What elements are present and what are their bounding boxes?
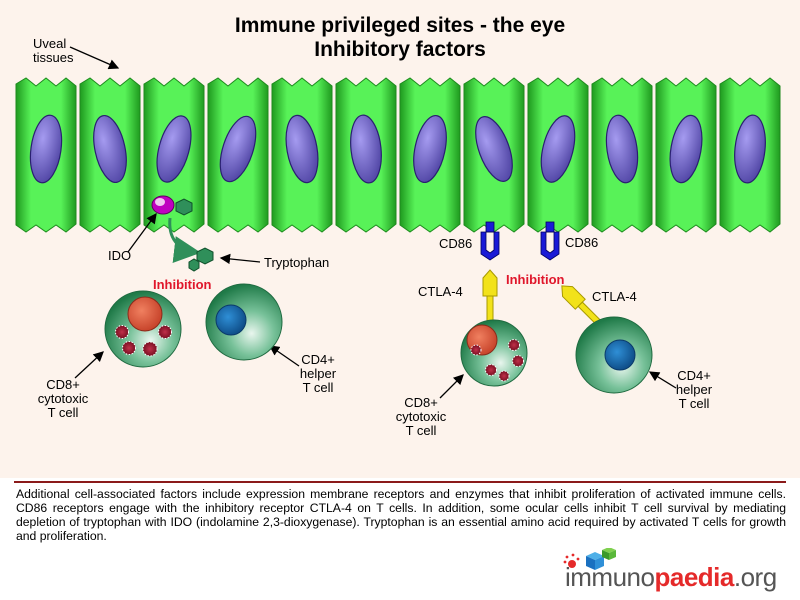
ctla4-label-right: CTLA-4	[592, 289, 637, 304]
uveal-cell	[399, 77, 461, 233]
cytotoxic-granule	[158, 325, 172, 339]
cell-nucleus	[475, 116, 513, 182]
uveal-cell	[719, 77, 781, 233]
uveal-label-line2: tissues	[33, 50, 74, 65]
cd8-right-pointer-arrow	[439, 374, 464, 399]
cell-nucleus	[219, 115, 257, 183]
logo-part-paedia: paedia	[654, 562, 734, 592]
logo-part-immuno: immuno	[565, 562, 655, 592]
cytotoxic-granule	[498, 370, 510, 382]
cd8-cytotoxic-t-cell-left	[104, 290, 182, 368]
cell-nucleus	[413, 114, 447, 184]
cd4-left-line2: helper	[299, 366, 337, 381]
uveal-label-line1: Uveal	[33, 36, 67, 51]
cd4-left-line3: T cell	[302, 380, 334, 395]
cytotoxic-granule	[142, 341, 158, 357]
uveal-pointer-arrow	[69, 46, 120, 70]
cell-nucleus	[734, 114, 766, 184]
ido-label: IDO	[108, 248, 132, 263]
tryptophan-pointer-arrow	[219, 253, 261, 265]
cytotoxic-granule	[508, 339, 520, 351]
title-line-1: Immune privileged sites - the eye	[234, 14, 566, 37]
uveal-cell	[335, 77, 397, 233]
cell-nucleus	[285, 114, 319, 184]
cd4-right-line1: CD4+	[677, 368, 711, 383]
cd86-receptor-left	[480, 221, 500, 261]
cd4-right-line3: T cell	[678, 396, 710, 411]
cell-nucleus	[540, 115, 576, 183]
cell-nucleus	[156, 115, 192, 183]
cd4-left-line1: CD4+	[301, 352, 335, 367]
cytotoxic-granule	[485, 364, 497, 376]
inhibition-label-left: Inhibition	[153, 277, 212, 292]
uveal-cell	[143, 77, 205, 233]
uveal-cell	[15, 77, 77, 233]
cytotoxic-granule	[115, 325, 129, 339]
cd8-right-line3: T cell	[405, 423, 437, 438]
title-line-2: Inhibitory factors	[314, 38, 486, 61]
immunopaedia-logo-text: immunopaedia.org	[565, 562, 777, 592]
ctla4-label-left: CTLA-4	[418, 284, 463, 299]
cd4-right-label: CD4+ helper T cell	[664, 369, 724, 411]
logo-part-org: .org	[733, 562, 777, 592]
cell-nucleus	[29, 114, 63, 184]
cytotoxic-granule	[122, 341, 136, 355]
cd8-left-line2: cytotoxic	[37, 391, 89, 406]
uveal-cell	[79, 77, 141, 233]
cell-nucleus	[669, 114, 703, 184]
cd86-receptor-right	[540, 221, 560, 261]
cd4-left-pointer-arrow	[268, 345, 300, 367]
cell-nucleus	[605, 114, 639, 184]
uveal-cell	[527, 77, 589, 233]
uveal-cell	[591, 77, 653, 233]
tryptophan-label: Tryptophan	[264, 255, 330, 270]
cd8-left-pointer-arrow	[74, 351, 104, 379]
cd4-right-pointer-arrow	[648, 371, 677, 389]
cell-nucleus	[93, 114, 127, 184]
cd8-right-line2: cytotoxic	[395, 409, 447, 424]
cd86-label-right: CD86	[565, 235, 599, 250]
cd8-right-line1: CD8+	[404, 395, 438, 410]
tryptophan-molecule	[196, 247, 214, 265]
uveal-cell	[463, 77, 525, 233]
cd8-left-line1: CD8+	[46, 377, 80, 392]
caption-text: Additional cell-associated factors inclu…	[16, 487, 786, 543]
ido-pointer-arrow	[127, 212, 157, 253]
cd4-helper-t-cell-left	[205, 283, 283, 361]
cd8-right-label: CD8+ cytotoxic T cell	[386, 396, 456, 438]
cd8-left-label: CD8+ cytotoxic T cell	[28, 378, 98, 420]
cd86-label-left: CD86	[439, 236, 473, 251]
ido-to-tryptophan-arrow	[168, 217, 201, 263]
cd4-left-label: CD4+ helper T cell	[288, 353, 348, 395]
cytotoxic-granule	[512, 355, 524, 367]
cd8-left-line3: T cell	[47, 405, 79, 420]
uveal-cell-row	[15, 77, 781, 233]
cd4-helper-t-cell-right	[575, 316, 653, 394]
uveal-cell	[271, 77, 333, 233]
cytotoxic-granule	[470, 344, 482, 356]
uveal-tissues-label: Uveal tissues	[33, 37, 73, 65]
uveal-cell	[655, 77, 717, 233]
immunopaedia-logo-icon	[563, 548, 616, 570]
ctla4-receptor-left	[482, 269, 498, 323]
inhibition-label-right: Inhibition	[506, 272, 565, 287]
uveal-cell	[207, 77, 269, 233]
cd4-right-line2: helper	[675, 382, 713, 397]
cd8-cytotoxic-t-cell-right	[460, 319, 528, 387]
caption-divider	[14, 481, 786, 483]
ido-enzyme	[151, 195, 193, 216]
cell-nucleus	[350, 114, 382, 184]
